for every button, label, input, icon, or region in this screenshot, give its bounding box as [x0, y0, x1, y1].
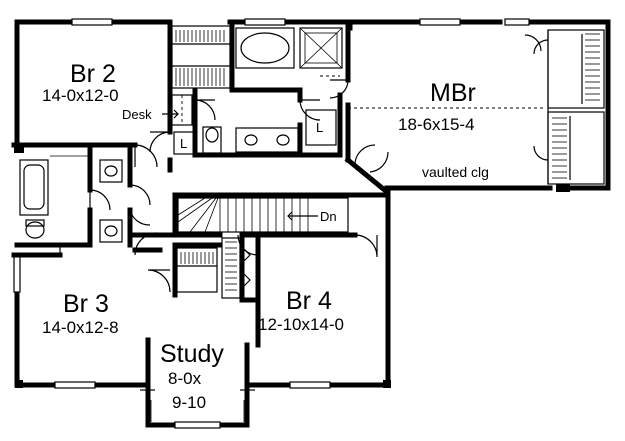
desk [162, 94, 193, 126]
br4-name: Br 4 [286, 287, 332, 315]
mbr-closets [348, 29, 605, 185]
br4-dims: 12-10x14-0 [258, 315, 345, 334]
hall-bath-fixtures [19, 155, 123, 245]
mbr-name: MBr [430, 79, 476, 107]
desk-label: Desk [122, 107, 152, 122]
br2-dims: 14-0x12-0 [42, 86, 119, 105]
br2-closet [171, 25, 231, 89]
master-bath-fixtures [202, 27, 343, 154]
mbr-dims: 18-6x15-4 [398, 115, 475, 134]
door-swings [59, 34, 542, 293]
study-dims-line1: 8-0x [168, 369, 202, 388]
interior-walls [14, 19, 391, 388]
stair-down-label: Dn [320, 209, 337, 224]
study-name: Study [160, 340, 224, 368]
study-dims-line2: 9-10 [172, 393, 207, 412]
br3-dims: 14-0x12-8 [42, 318, 119, 337]
mbr-note: vaulted clg [422, 164, 489, 180]
linen-label-hall: L [180, 136, 188, 151]
stairs [177, 197, 349, 233]
br3-closet [176, 247, 218, 293]
study-bay [140, 389, 255, 422]
exterior-windows [13, 18, 530, 429]
linen-label-mbr: L [316, 120, 324, 135]
br3-name: Br 3 [63, 290, 109, 318]
br2-name: Br 2 [70, 60, 116, 88]
br4-closet [221, 237, 251, 299]
linen-closet-hall [173, 131, 195, 155]
